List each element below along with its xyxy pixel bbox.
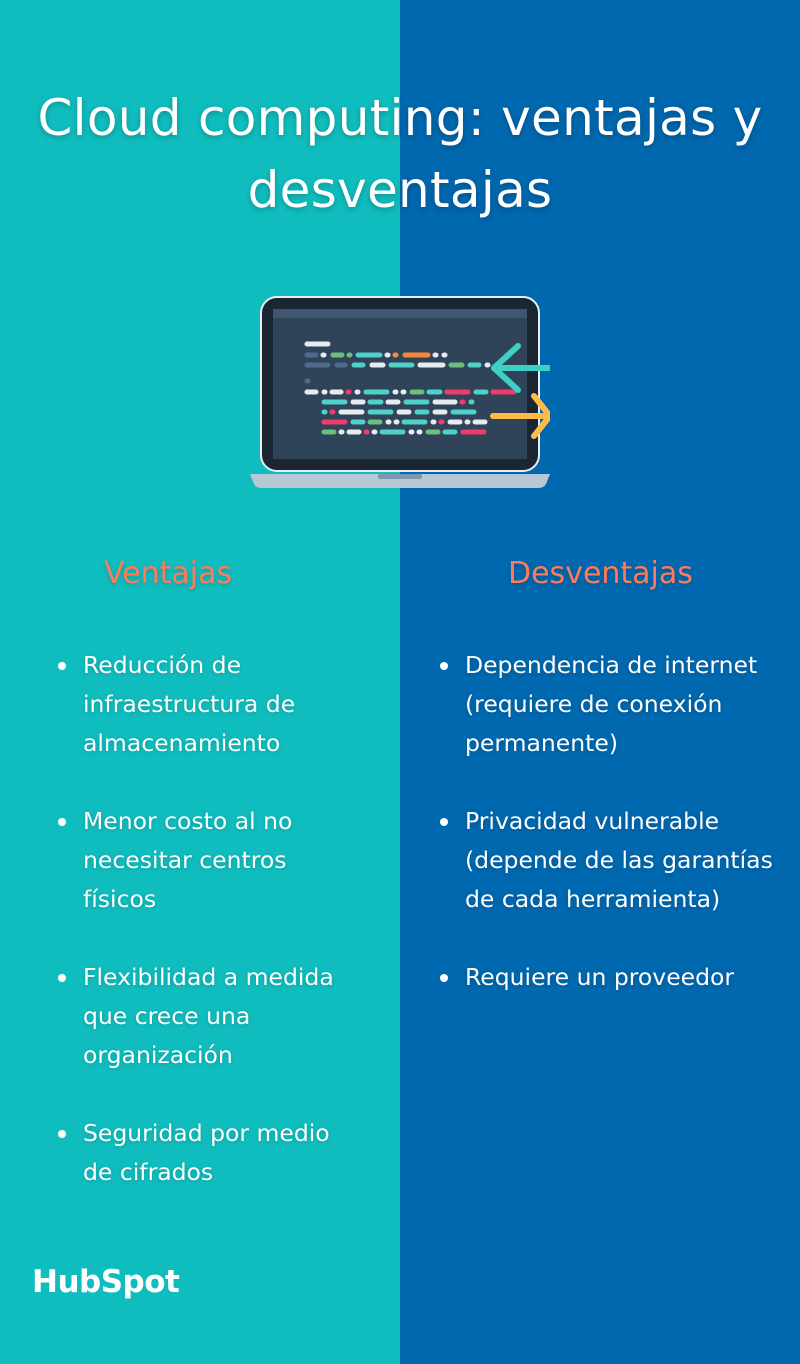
- page-title: Cloud computing: ventajas y desventajas: [37, 89, 763, 219]
- list-item: Privacidad vulnerable (depende de las ga…: [439, 802, 789, 919]
- list-item: Reducción de infraestructura de almacena…: [57, 646, 347, 763]
- list-item: Menor costo al no necesitar centros físi…: [57, 802, 347, 919]
- hubspot-logo: HubSpot: [32, 1264, 180, 1300]
- list-item: Dependencia de internet (requiere de con…: [439, 646, 789, 763]
- left-panel-background: [0, 0, 400, 1364]
- right-panel-background: [400, 0, 800, 1364]
- list-item: Seguridad por medio de cifrados: [57, 1114, 347, 1192]
- disadvantages-list: Dependencia de internet (requiere de con…: [439, 646, 789, 1036]
- list-item: Flexibilidad a medida que crece una orga…: [57, 958, 347, 1075]
- arrow-right-icon: [490, 393, 550, 439]
- laptop-code-icon: [250, 296, 550, 488]
- advantages-heading: Ventajas: [104, 556, 233, 591]
- advantages-list: Reducción de infraestructura de almacena…: [57, 646, 347, 1231]
- disadvantages-heading: Desventajas: [508, 556, 693, 591]
- list-item: Requiere un proveedor: [439, 958, 789, 997]
- arrow-left-icon: [491, 343, 550, 393]
